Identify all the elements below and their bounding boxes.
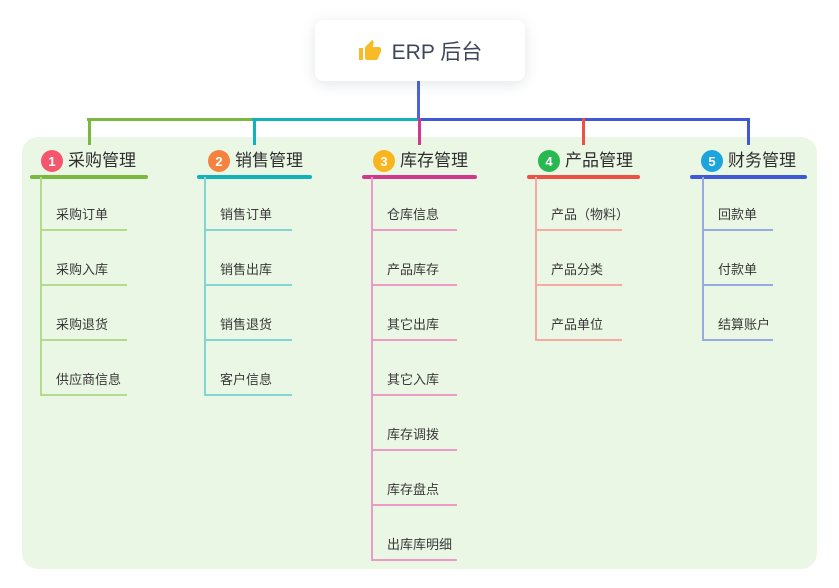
connector-drop-branch-2 (253, 118, 256, 145)
branch-1-child-2-underline (40, 284, 127, 286)
branch-2-underline (197, 175, 312, 179)
connector-bus-branch-2 (252, 118, 421, 121)
branch-3-child-5-underline (371, 449, 457, 451)
branch-5-child-1-underline (702, 229, 773, 231)
root-node[interactable]: ERP 后台 (315, 20, 525, 81)
branch-4-child-3-underline (535, 339, 622, 341)
branch-4-child-1-underline (535, 229, 622, 231)
branch-2-child-2[interactable]: 销售出库 (220, 262, 273, 277)
branch-5-child-2-underline (702, 284, 773, 286)
branch-3-child-2-underline (371, 284, 457, 286)
connector-drop-branch-3 (418, 118, 421, 145)
branch-2-child-2-underline (204, 284, 292, 286)
branches-panel (22, 137, 817, 569)
branch-5-underline (690, 175, 807, 179)
branch-3-child-3-underline (371, 339, 457, 341)
branch-5-child-3[interactable]: 结算账户 (718, 317, 771, 332)
branch-1-child-1-underline (40, 229, 127, 231)
branch-4-underline (527, 175, 640, 179)
branch-3-child-4[interactable]: 其它入库 (387, 372, 440, 387)
branch-3-underline (362, 175, 477, 179)
connector-root-vertical (417, 81, 420, 119)
branch-2-child-4[interactable]: 客户信息 (220, 372, 273, 387)
branch-4-child-1[interactable]: 产品（物料） (551, 207, 630, 222)
branch-3-child-3[interactable]: 其它出库 (387, 317, 440, 332)
branch-3-child-4-underline (371, 394, 457, 396)
branch-3-spine (371, 177, 373, 561)
branch-2-child-4-underline (204, 394, 292, 396)
branch-1-badge: 1 (41, 150, 63, 172)
branch-1-child-2[interactable]: 采购入库 (56, 262, 109, 277)
branch-4-title[interactable]: 产品管理 (565, 151, 633, 170)
branch-5-spine (702, 177, 704, 341)
connector-drop-branch-1 (87, 118, 91, 145)
branch-5-badge: 5 (701, 150, 723, 172)
branch-3-child-5[interactable]: 库存调拨 (387, 427, 440, 442)
branch-1-child-3[interactable]: 采购退货 (56, 317, 109, 332)
branch-3-child-6[interactable]: 库存盘点 (387, 482, 440, 497)
branch-3-title[interactable]: 库存管理 (400, 151, 468, 170)
branch-3-child-6-underline (371, 504, 457, 506)
branch-3-child-1[interactable]: 仓库信息 (387, 207, 440, 222)
branch-1-child-1[interactable]: 采购订单 (56, 207, 109, 222)
branch-4-child-3[interactable]: 产品单位 (551, 317, 604, 332)
branch-3-child-1-underline (371, 229, 457, 231)
branch-5-title[interactable]: 财务管理 (728, 151, 796, 170)
branch-2-child-1-underline (204, 229, 292, 231)
branch-1-child-3-underline (40, 339, 127, 341)
connector-drop-branch-4 (582, 118, 585, 145)
thumbs-up-icon (358, 39, 382, 63)
branch-5-child-2[interactable]: 付款单 (718, 262, 758, 277)
branch-2-badge: 2 (208, 150, 230, 172)
branch-5-child-1[interactable]: 回款单 (718, 207, 758, 222)
branch-1-child-4[interactable]: 供应商信息 (56, 372, 122, 387)
root-node-label: ERP 后台 (391, 40, 483, 64)
branch-1-title[interactable]: 采购管理 (68, 151, 136, 170)
branch-2-child-3-underline (204, 339, 292, 341)
branch-1-underline (30, 175, 148, 179)
branch-5-child-3-underline (702, 339, 773, 341)
branch-2-child-3[interactable]: 销售退货 (220, 317, 273, 332)
branch-3-child-2[interactable]: 产品库存 (387, 262, 440, 277)
branch-1-child-4-underline (40, 394, 127, 396)
branch-4-child-2-underline (535, 284, 622, 286)
branch-2-spine (204, 177, 206, 396)
connector-drop-branch-5 (747, 118, 750, 145)
branch-3-child-7[interactable]: 出库库明细 (387, 537, 453, 552)
branch-4-child-2[interactable]: 产品分类 (551, 262, 604, 277)
branch-1-spine (40, 177, 42, 396)
branch-4-badge: 4 (538, 150, 560, 172)
branch-2-title[interactable]: 销售管理 (235, 151, 303, 170)
branch-2-child-1[interactable]: 销售订单 (220, 207, 273, 222)
branch-3-child-7-underline (371, 559, 457, 561)
branch-3-badge: 3 (373, 150, 395, 172)
branch-4-spine (535, 177, 537, 341)
